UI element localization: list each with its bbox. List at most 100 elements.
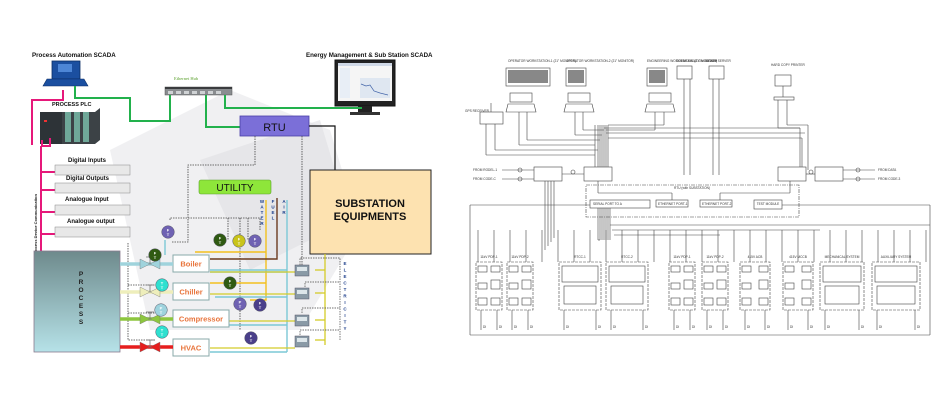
substation-label-line1: SUBSTATION [335, 198, 405, 210]
equipment-label: Chiller [179, 288, 202, 297]
connector-icon [855, 167, 861, 173]
relay-block [477, 297, 488, 306]
bay-label: RTCC-2 [621, 255, 633, 259]
relay-block [703, 265, 714, 273]
rtu-label: RTU [263, 122, 285, 134]
network-switch-center-left [583, 166, 613, 182]
server-label: COMMUNICATION SERVER [676, 59, 718, 63]
left-diagram: Process Automation SCADA Energy Manageme… [31, 52, 433, 357]
rtu-group-label: RTU (with SUBSTATION) [674, 186, 710, 190]
relay-block [741, 297, 752, 306]
transmitter-circle [213, 233, 227, 247]
terminal-label: DI [499, 325, 502, 329]
terminal-label: DI [810, 325, 813, 329]
connector-icon [517, 167, 523, 173]
workstation-label: OPERATOR WORKSTATION-1 (21" MONITOR) [508, 59, 576, 63]
pc-unit-icon [567, 92, 591, 103]
equipment-label: Boiler [180, 260, 201, 269]
rtu-substation-link [309, 125, 336, 170]
process-box [33, 250, 121, 353]
port-label: ETHERNET PORT-1 [658, 202, 688, 206]
relay-block [758, 265, 769, 273]
keyboard-icon [644, 103, 676, 113]
incoming-feeder-label: FROM CODE-3 [878, 177, 901, 181]
relay-block [521, 265, 532, 273]
io-module-label: Analogue Input [65, 197, 109, 203]
relay-block [741, 282, 752, 290]
transmitter-circle [244, 331, 258, 345]
bay-label: 415V ACB [748, 255, 763, 259]
right-schematic: OPERATOR WORKSTATION-1 (21" MONITOR)OPER… [465, 59, 931, 336]
io-module-label: Analogue output [67, 219, 115, 225]
energy-meter-icon [294, 264, 310, 277]
relay-block [683, 265, 694, 273]
relay-block [521, 297, 532, 306]
bay-label: 11kV PDP-2 [511, 255, 529, 259]
relay-block [758, 279, 769, 290]
terminal-label: DI [725, 325, 728, 329]
monitor-screen [568, 70, 584, 83]
monitor-screen [508, 70, 548, 83]
relay-block [716, 265, 727, 273]
transmitter-circle [155, 325, 169, 339]
bay-label: MECHANICAL SYSTEM [825, 255, 860, 259]
relay-block [741, 265, 752, 273]
terminal-label: DI [483, 325, 486, 329]
transmitter-circle [161, 225, 175, 239]
workstation-label: OPERATOR WORKSTATION-2 (21" MONITOR) [566, 59, 634, 63]
module-block [822, 265, 862, 283]
terminal-label: DI [514, 325, 517, 329]
relay-block [716, 279, 727, 290]
communication-server-block [676, 65, 693, 80]
workstation-label: ENGINEERING WORKSTATION (21" MONITOR) [647, 59, 717, 63]
keyboard-icon [563, 103, 595, 113]
ethernet-port-2-block [699, 199, 733, 208]
network-switch-right [814, 166, 844, 182]
energy-meter-icon [294, 287, 310, 300]
relay-block [784, 265, 795, 273]
relay-block [508, 265, 519, 273]
module-block [874, 265, 918, 283]
keyboard-icon [505, 103, 537, 113]
relay-block [490, 265, 501, 273]
energy-meter-icon [294, 335, 310, 348]
substation-label-line2: EQUIPMENTS [334, 211, 407, 223]
process-pipes [120, 256, 173, 353]
module-block [824, 285, 860, 305]
rtu-enclosure [585, 184, 800, 218]
port-label: TEST MODULE [757, 202, 780, 206]
connector-icon [855, 176, 861, 182]
terminal-label: DI [917, 325, 920, 329]
printer-label: HARD COPY PRINTER [771, 63, 805, 67]
gps-receiver-block [479, 111, 504, 125]
bay-label: RTCC-1 [574, 255, 586, 259]
relay-block [508, 297, 519, 306]
terminal-label: DI [613, 325, 616, 329]
terminal-label: DI [566, 325, 569, 329]
transmitter-circle [253, 298, 267, 312]
laptop-icon [42, 60, 89, 87]
io-module-label: Digital Inputs [68, 158, 107, 164]
printer-block [774, 74, 792, 87]
energy-scada-monitor-icon [334, 59, 396, 115]
bay-label: 11kV PDP-1 [480, 255, 498, 259]
plc-rack-icon [40, 108, 100, 144]
relay-block [477, 265, 488, 273]
ethernet-links [74, 86, 362, 128]
